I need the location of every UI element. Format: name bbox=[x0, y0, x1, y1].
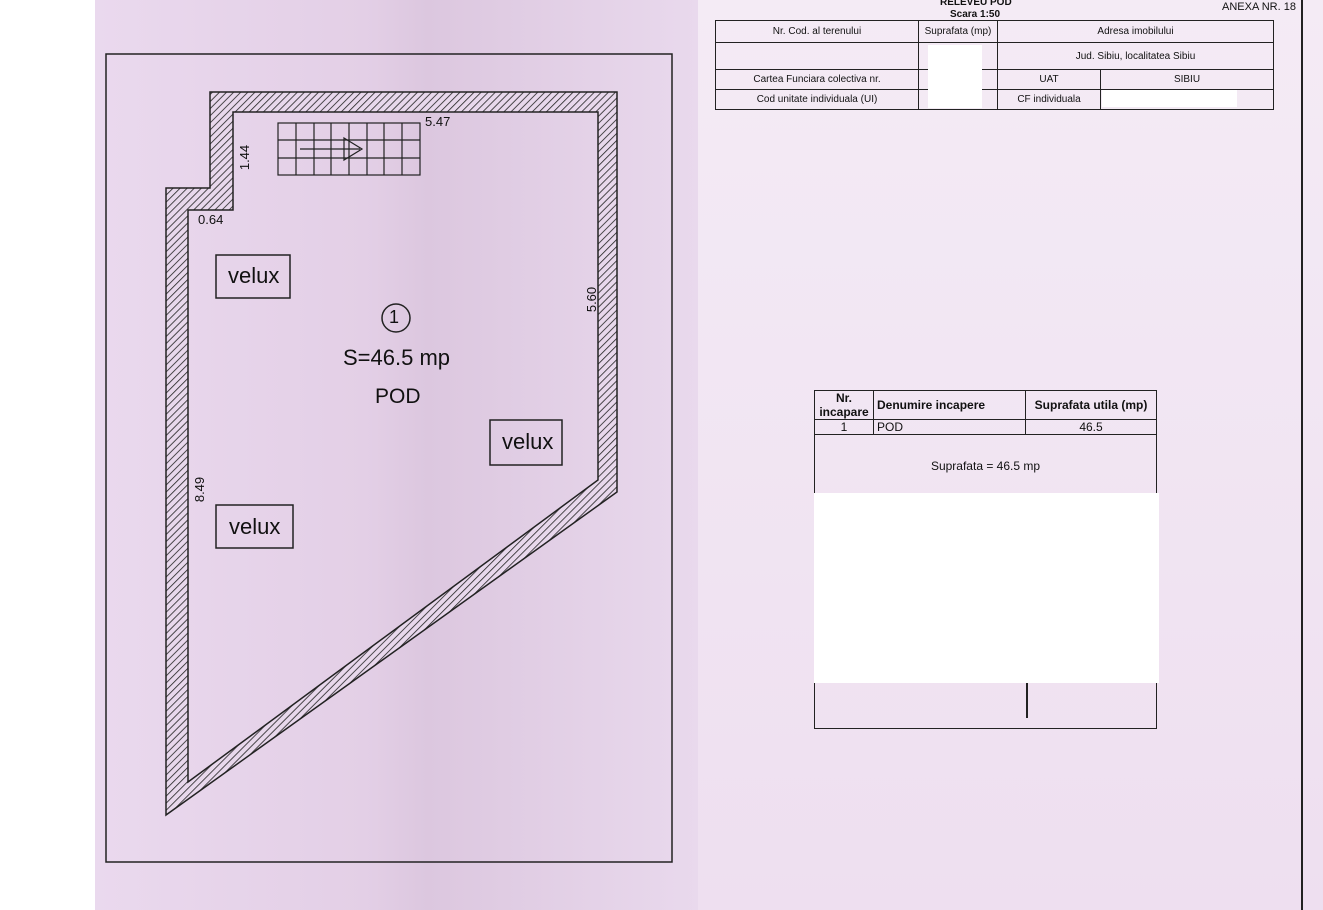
annex-label: ANEXA NR. 18 bbox=[1222, 1, 1296, 13]
cell: Suprafata (mp) bbox=[918, 20, 998, 43]
cell: 46.5 bbox=[1025, 419, 1157, 435]
velux-label: velux bbox=[502, 429, 554, 454]
document-title: RELEVEU POD bbox=[940, 0, 1012, 8]
stairs bbox=[277, 122, 421, 176]
dimension-label: 5.47 bbox=[425, 114, 451, 129]
wall bbox=[165, 91, 618, 817]
cell: CF individuala bbox=[997, 89, 1101, 110]
total-area: Suprafata = 46.5 mp bbox=[814, 434, 1157, 498]
cell: SIBIU bbox=[1100, 69, 1274, 90]
cell: Cartea Funciara colectiva nr. bbox=[715, 69, 919, 90]
dimension-label: 8.49 bbox=[192, 476, 208, 503]
redaction bbox=[1102, 90, 1237, 107]
velux-box bbox=[215, 254, 291, 299]
cell bbox=[715, 42, 919, 70]
room-name: POD bbox=[375, 385, 421, 408]
dimension-label: 5.60 bbox=[584, 286, 600, 313]
room-area: S=46.5 mp bbox=[343, 345, 451, 370]
dimension-label: 0.64 bbox=[198, 212, 224, 227]
velux-box bbox=[489, 419, 563, 466]
scale-label: Scara 1:50 bbox=[950, 9, 1001, 20]
cell: UAT bbox=[997, 69, 1101, 90]
velux-label: velux bbox=[228, 263, 280, 288]
dimension-label: 1.44 bbox=[237, 144, 253, 171]
cell: Cod unitate individuala (UI) bbox=[715, 89, 919, 110]
cell: POD bbox=[873, 419, 1026, 435]
column-header: Nr. incapare bbox=[814, 390, 874, 420]
column-header: Denumire incapere bbox=[873, 390, 1026, 420]
divider bbox=[1026, 683, 1028, 718]
cell: 1 bbox=[814, 419, 874, 435]
address-cell: Jud. Sibiu, localitatea Sibiu bbox=[997, 42, 1274, 70]
redaction bbox=[814, 493, 1159, 683]
cell: Nr. Cod. al terenului bbox=[715, 20, 919, 43]
cell: Adresa imobilului bbox=[997, 20, 1274, 43]
velux-box bbox=[215, 504, 294, 549]
velux-label: velux bbox=[229, 514, 281, 539]
room-number-circle bbox=[381, 303, 411, 333]
redaction bbox=[928, 45, 982, 108]
room-number: 1 bbox=[389, 307, 400, 327]
plan-frame bbox=[105, 53, 673, 863]
column-header: Suprafata utila (mp) bbox=[1025, 390, 1157, 420]
